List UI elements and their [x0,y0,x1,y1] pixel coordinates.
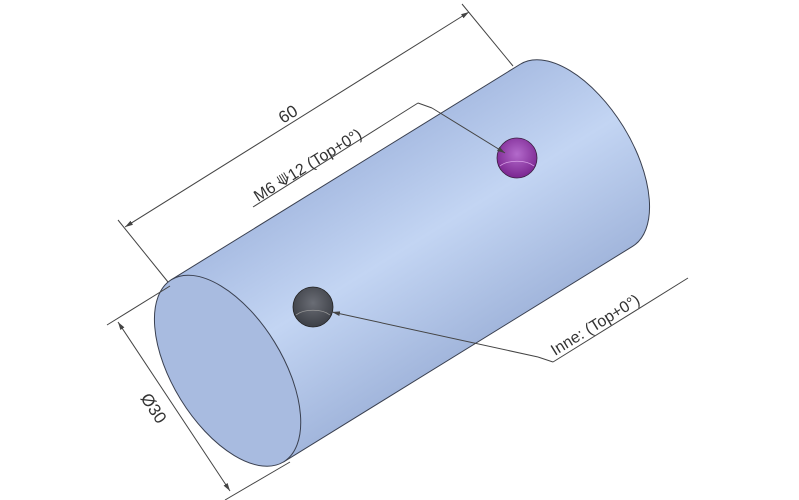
diameter-dimension-value: Ø30 [137,390,171,427]
inner-hole-callout[interactable]: Inne: (Top+0°) [548,292,643,360]
length-dimension-value: 60 [275,101,301,127]
diameter-dimension[interactable] [106,285,291,500]
length-dimension[interactable] [117,3,514,283]
threaded-hole-leader [252,102,506,208]
threaded-hole[interactable] [496,137,538,179]
inner-hole-leader [331,277,689,363]
inner-hole[interactable] [292,286,334,328]
cylinder-part[interactable] [125,35,680,490]
